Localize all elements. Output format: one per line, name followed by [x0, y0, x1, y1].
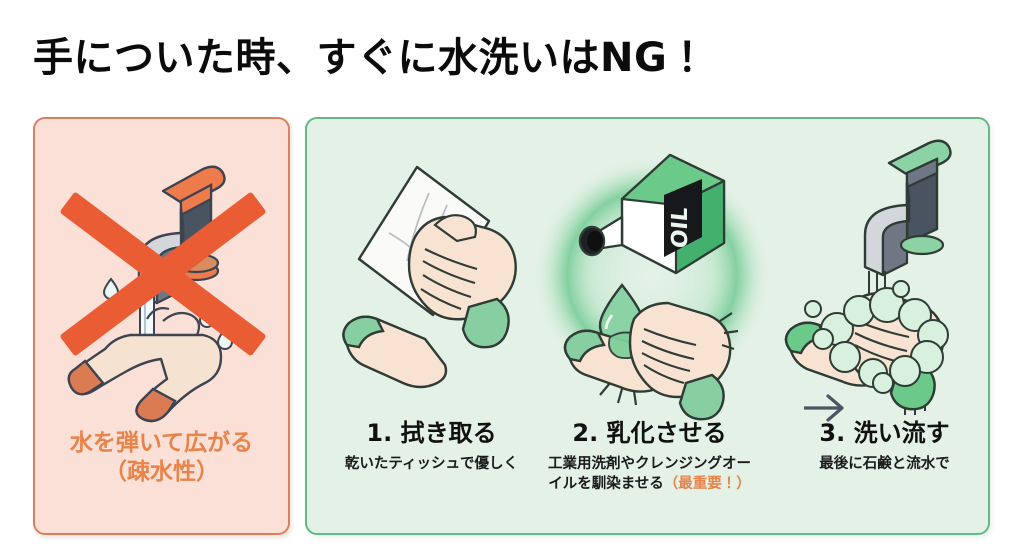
step-1-labels: 1. 拭き取る 乾いたティッシュで優しく [319, 419, 544, 474]
step-2-number: 2. [572, 419, 599, 447]
step-2: OIL [534, 133, 770, 433]
ng-caption-line2: （疎水性） [104, 459, 219, 486]
step-2-subtitle: 工業用洗剤やクレンジングオー イルを馴染ませる（最重要！） [537, 454, 762, 495]
step-2-subtitle-line-1: 工業用洗剤やクレンジングオー [548, 455, 751, 472]
step-3-number: 3. [819, 419, 846, 447]
step-2-title-text: 乳化させる [606, 419, 727, 447]
step-3-subtitle-line-1: 最後に石鹸と流水で [819, 455, 950, 472]
step-1 [329, 133, 529, 433]
oil-bottle-drop-hands-icon: OIL [563, 153, 739, 421]
step-1-illustration [329, 133, 529, 415]
step-1-title: 1. 拭き取る [319, 419, 544, 448]
step-3-labels: 3. 洗い流す 最後に石鹸と流水で [772, 419, 997, 474]
step-2-subtitle-line-2: イルを馴染ませる [548, 476, 664, 493]
step-1-subtitle: 乾いたティッシュで優しく [319, 454, 544, 475]
sparkle-icon [599, 312, 739, 406]
hands-under-water-icon [67, 307, 223, 423]
step-1-number: 1. [366, 419, 393, 447]
step-2-title: 2. 乳化させる [537, 419, 762, 448]
steps-panel: OIL [305, 117, 990, 535]
step-3-title: 3. 洗い流す [772, 419, 997, 448]
bottle-label-text: OIL [668, 206, 693, 250]
step-2-labels: 2. 乳化させる 工業用洗剤やクレンジングオー イルを馴染ませる（最重要！） [537, 419, 762, 495]
step-3-subtitle: 最後に石鹸と流水で [772, 454, 997, 475]
step-2-subtitle-line-2-wrap: イルを馴染ませる（最重要！） [537, 474, 762, 495]
ng-panel: 水を弾いて広がる （疎水性） [33, 117, 290, 535]
ng-caption: 水を弾いて広がる （疎水性） [35, 429, 288, 488]
step-1-subtitle-line-1: 乾いたティッシュで優しく [344, 455, 519, 472]
soap-foam-icon [804, 280, 949, 394]
step-1-title-text: 拭き取る [400, 419, 497, 447]
step-3 [777, 133, 977, 433]
ng-caption-line1: 水を弾いて広がる [69, 430, 254, 456]
step-3-title-text: 洗い流す [853, 419, 950, 447]
arrow-right-icon-1 [802, 391, 850, 425]
step-2-highlight: （最重要！） [663, 476, 751, 493]
ng-illustration [35, 143, 288, 423]
step-3-illustration [777, 133, 977, 415]
page-title: 手についた時、すぐに水洗いはNG！ [33, 35, 708, 81]
tissue-wipe-hands-icon [342, 165, 517, 389]
red-x-mark-icon [60, 192, 266, 356]
step-2-illustration: OIL [534, 133, 770, 421]
faucet-soap-rinse-hands-icon [784, 139, 952, 415]
